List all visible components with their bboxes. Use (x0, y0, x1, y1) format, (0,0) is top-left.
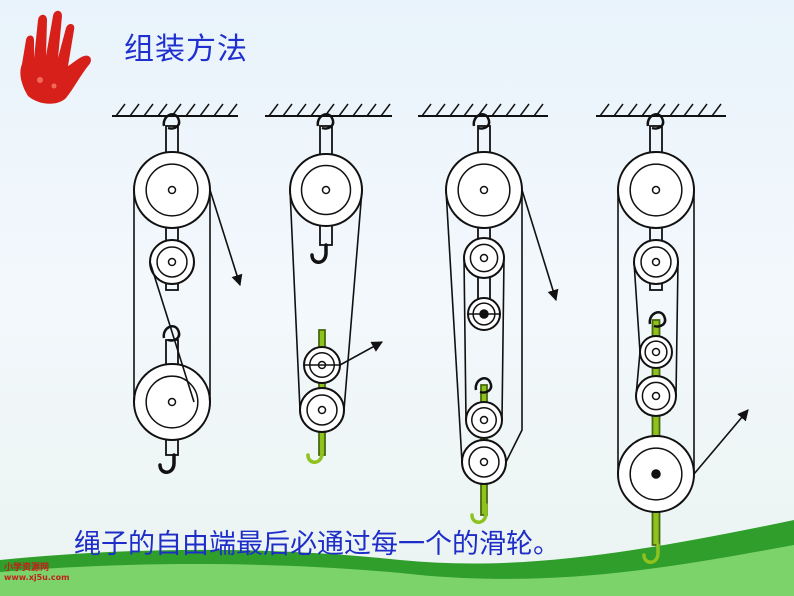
ceiling-hatch (449, 103, 460, 117)
ceiling-hatch (366, 103, 377, 117)
hook (316, 113, 335, 130)
rope (149, 261, 195, 403)
rope (501, 257, 505, 421)
ceiling-hatch (711, 103, 722, 117)
rope (343, 189, 363, 411)
pulley-groove (457, 163, 511, 217)
pulley-axle (317, 405, 327, 415)
pulley-axle (479, 253, 489, 263)
pulley-axle (167, 257, 177, 267)
pulley-groove (640, 246, 672, 278)
hook (642, 543, 660, 564)
pulley-axle (651, 347, 661, 357)
ceiling-hatch (669, 103, 680, 117)
ceiling-hatch (296, 103, 307, 117)
pulley-groove (629, 163, 683, 217)
pulley-groove (156, 246, 188, 278)
ceiling-hatch (435, 103, 446, 117)
pulley-groove (471, 407, 497, 433)
ceiling-hatch (213, 103, 224, 117)
rope (633, 261, 641, 353)
rope (635, 351, 641, 397)
hook (474, 377, 493, 394)
ceiling-hatch (352, 103, 363, 117)
pulley-groove (469, 243, 499, 273)
rope (693, 409, 749, 475)
page-title: 组装方法 (124, 32, 248, 67)
pulley-axle (479, 415, 489, 425)
ceiling-hatch (227, 103, 238, 117)
pulley-axle (479, 185, 489, 195)
pulley-axle (651, 391, 661, 401)
watermark-url: www.xj5u.com (4, 573, 70, 582)
pulley-axle (167, 185, 177, 195)
rope (505, 190, 523, 463)
rope (521, 189, 559, 302)
pulley-axle (167, 397, 177, 407)
ceiling-hatch (519, 103, 530, 117)
ceiling-hatch (129, 103, 140, 117)
ceiling-hatch (421, 103, 432, 117)
ceiling-hatch (268, 103, 279, 117)
ceiling-hatch (463, 103, 474, 117)
ceiling-hatch (282, 103, 293, 117)
pulley-groove (641, 381, 671, 411)
ceiling-hatch (157, 103, 168, 117)
pulley-axle (651, 469, 661, 479)
ceiling-hatch (505, 103, 516, 117)
pulley-groove (644, 340, 668, 364)
pulley-frame (651, 319, 661, 546)
hook (310, 243, 328, 264)
ceiling-hatch (310, 103, 321, 117)
rope (463, 257, 467, 421)
ceiling-hatch (533, 103, 544, 117)
ceiling-hatch (697, 103, 708, 117)
rope (209, 189, 243, 287)
ceiling-hatch (115, 103, 126, 117)
pulley-groove (145, 163, 199, 217)
ceiling-hatch (185, 103, 196, 117)
rope (675, 261, 679, 397)
ceiling-hatch (199, 103, 210, 117)
hook (648, 311, 667, 328)
pulley-groove (629, 447, 683, 501)
pulley-axle (321, 185, 331, 195)
grass-decoration (0, 520, 794, 596)
hook (472, 113, 491, 130)
ceiling-hatch (338, 103, 349, 117)
hook (470, 503, 488, 524)
ceiling-hatch (599, 103, 610, 117)
pulley-groove (468, 446, 500, 478)
watermark-name: 小学资源网 (4, 563, 50, 573)
pulley-system-3 (418, 103, 559, 524)
ceiling-hatch (491, 103, 502, 117)
pulley-system-4 (596, 103, 749, 564)
hook (646, 113, 665, 130)
pulley-axle (651, 185, 661, 195)
hook (306, 443, 324, 464)
pulley-groove (300, 164, 352, 216)
ceiling-hatch (683, 103, 694, 117)
rope (289, 189, 301, 411)
ceiling-hatch (627, 103, 638, 117)
ceiling-hatch (613, 103, 624, 117)
pulley-groove (306, 394, 338, 426)
hand-icon (20, 10, 91, 104)
caption-text: 绳子的自由端最后必通过每一个的滑轮。 (74, 529, 560, 560)
ceiling-hatch (641, 103, 652, 117)
rope (445, 189, 463, 463)
pulley-groove (145, 375, 199, 429)
pulley-system-2 (265, 103, 392, 464)
pulley-diagrams (112, 103, 749, 564)
hook (158, 453, 176, 474)
pulley-axle (479, 457, 489, 467)
pulley-axle (651, 257, 661, 267)
ceiling-hatch (380, 103, 391, 117)
hook (162, 113, 181, 130)
ceiling-hatch (143, 103, 154, 117)
rope (339, 341, 383, 366)
pulley-system-1 (112, 103, 243, 474)
